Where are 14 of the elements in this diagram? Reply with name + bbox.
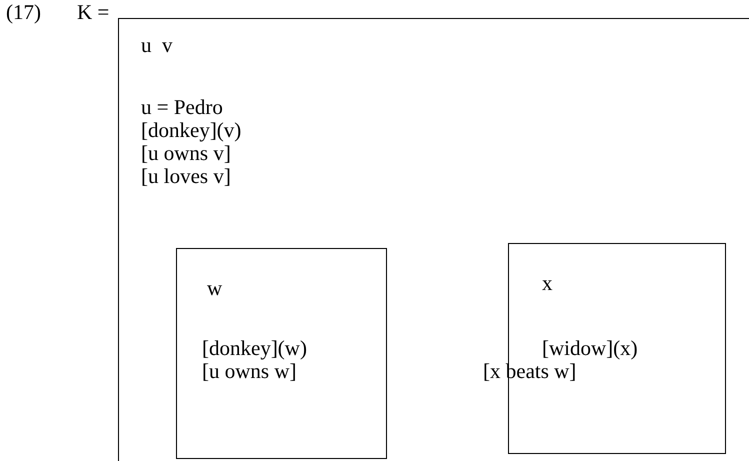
condition-text: [widow](x) <box>542 338 638 359</box>
condition-text: [u loves v] <box>141 166 231 187</box>
referent-list: x <box>542 273 552 294</box>
condition-text: u = Pedro <box>141 97 223 118</box>
referent-list: w <box>207 278 222 299</box>
condition-text: [u owns w] <box>202 361 296 382</box>
box-heading: K = <box>77 2 110 23</box>
condition-text: [donkey](v) <box>141 120 242 141</box>
referent-list: u v <box>141 35 172 56</box>
condition-text: [donkey](w) <box>202 338 307 359</box>
example-number: (17) <box>6 2 41 23</box>
discourse-box <box>118 18 749 461</box>
sub-box <box>176 248 387 459</box>
condition-text: [u owns v] <box>141 143 231 164</box>
